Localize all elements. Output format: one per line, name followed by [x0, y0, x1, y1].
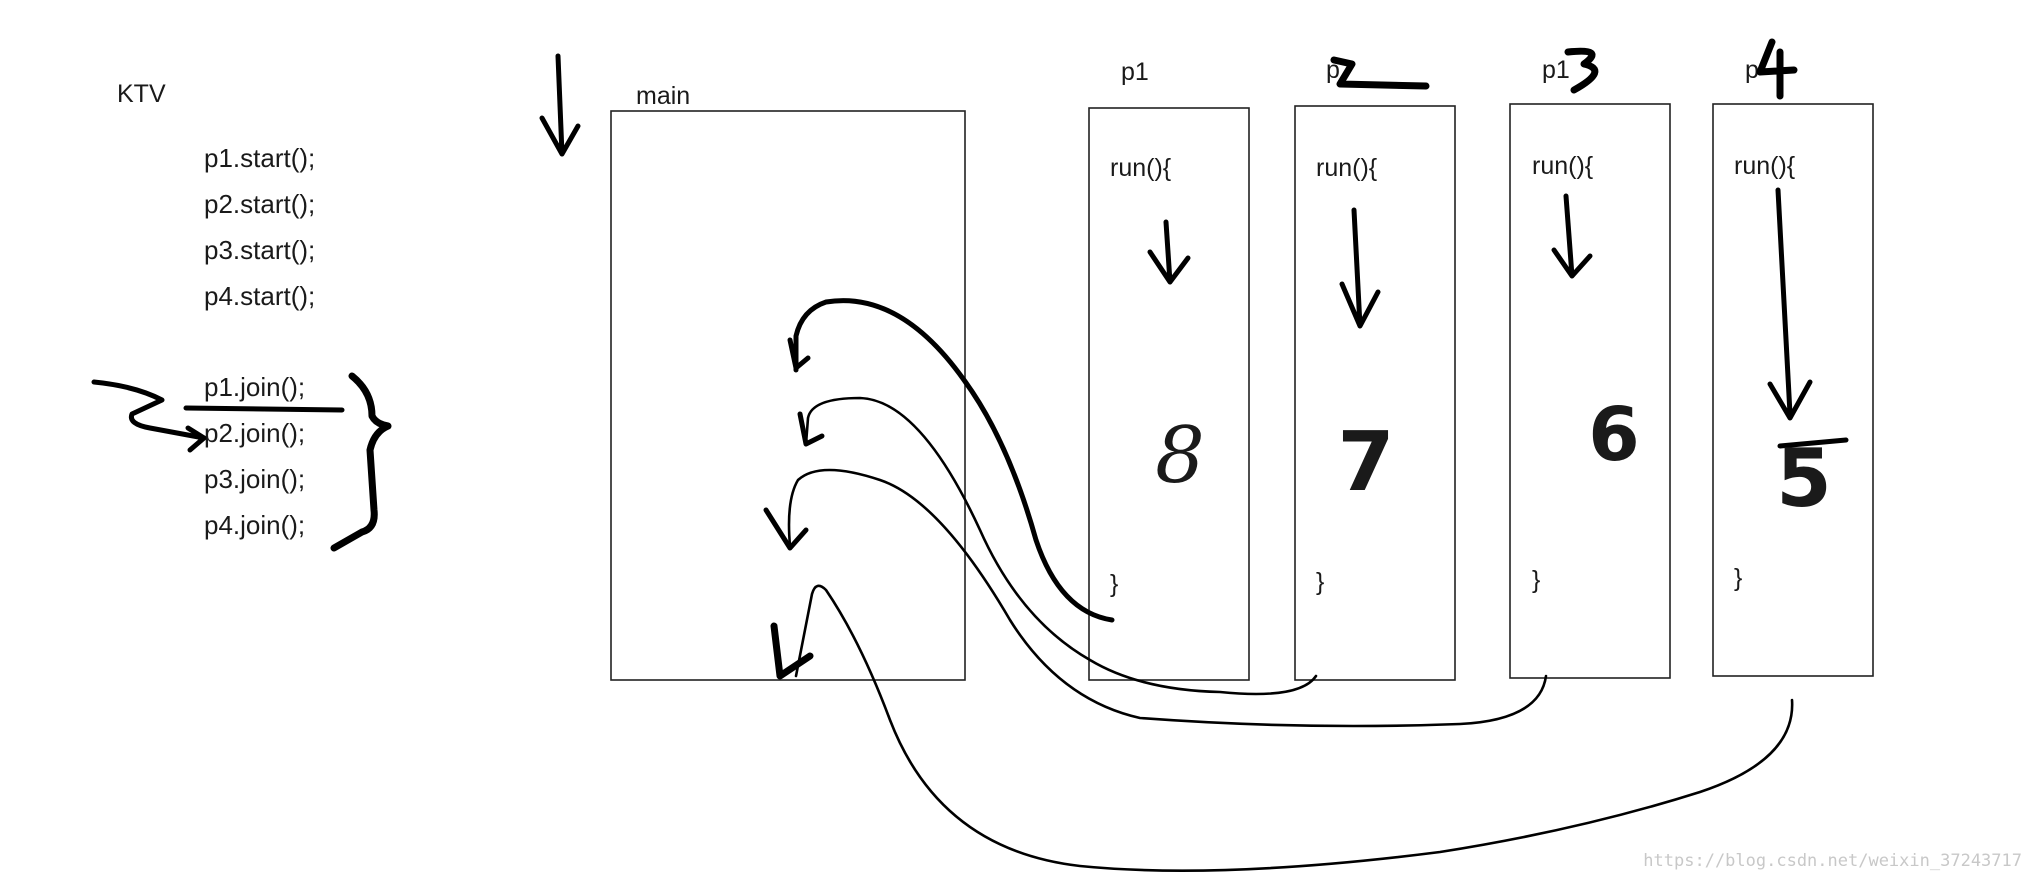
down-arrow-p2	[1339, 207, 1381, 329]
code-line-join-p3: p3.join();	[204, 464, 305, 494]
close-brace-p1: }	[1110, 570, 1118, 598]
thread-label-p1: p1	[1121, 58, 1149, 86]
watermark-url: https://blog.csdn.net/weixin_37243717	[1643, 851, 2022, 871]
code-line-start-p4: p4.start();	[204, 281, 315, 311]
main-thread-box	[610, 110, 966, 681]
scribble-3-p3	[1564, 47, 1599, 94]
thread-box-p3	[1509, 103, 1671, 679]
return-arrowhead-p4	[770, 622, 814, 680]
ktv-title: KTV	[117, 80, 166, 108]
thread-label-p4: p	[1745, 56, 1759, 84]
scribble-4-p4	[1756, 38, 1798, 100]
code-line-start-p2: p2.start();	[204, 189, 315, 219]
return-arrowhead-p3	[763, 507, 809, 551]
return-arrowhead-p2	[797, 411, 825, 447]
number-p3: 6	[1588, 392, 1640, 478]
close-brace-p3: }	[1532, 566, 1540, 594]
down-arrow-p1	[1147, 219, 1191, 285]
join-group-brace	[330, 372, 392, 552]
handwritten-arrows-left	[91, 379, 345, 453]
thread-label-p3: p1	[1542, 56, 1570, 84]
down-arrow-p3	[1551, 193, 1593, 279]
underline-mark-p4	[1777, 437, 1849, 449]
return-curve-p3	[787, 468, 1548, 728]
main-label: main	[636, 82, 690, 110]
code-line-start-p1: p1.start();	[204, 143, 315, 173]
run-label-p1: run(){	[1110, 154, 1171, 182]
down-arrow-p4	[1767, 187, 1813, 421]
run-label-p2: run(){	[1316, 154, 1377, 182]
number-p4: 5	[1776, 432, 1832, 525]
code-line-join-p4: p4.join();	[204, 510, 305, 540]
main-flow-arrow	[539, 53, 581, 157]
run-label-p4: run(){	[1734, 152, 1795, 180]
run-label-p3: run(){	[1532, 152, 1593, 180]
return-curve-p1	[793, 298, 1115, 623]
return-curve-p4	[794, 584, 1794, 872]
thread-box-p1	[1088, 107, 1250, 681]
code-line-join-p2: p2.join();	[204, 418, 305, 448]
thread-box-p2	[1294, 105, 1456, 681]
return-curve-p2	[804, 396, 1318, 696]
thread-box-p4	[1712, 103, 1874, 677]
return-arrowhead-p1	[787, 337, 811, 371]
number-p2: 7	[1337, 415, 1394, 510]
code-line-start-p3: p3.start();	[204, 235, 315, 265]
close-brace-p2: }	[1316, 568, 1324, 596]
scribble-2-p2	[1330, 56, 1430, 90]
code-line-join-p1: p1.join();	[204, 372, 305, 402]
number-p1: 8	[1155, 411, 1205, 501]
close-brace-p4: }	[1734, 564, 1742, 592]
